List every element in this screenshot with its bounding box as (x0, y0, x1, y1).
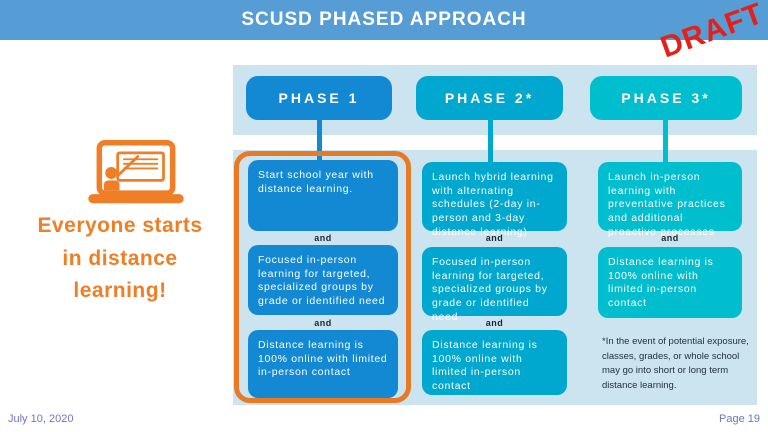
phase-footnote: *In the event of potential exposure, cla… (602, 336, 749, 392)
and-label: and (661, 233, 679, 243)
phase2-box-1: Launch hybrid learning with alternating … (422, 162, 567, 238)
phase1-box-3: Distance learning is 100% online with li… (248, 330, 398, 398)
phase1-box-1: Start school year with distance learning… (248, 160, 398, 231)
and-label: and (314, 233, 332, 243)
phase2-header: PHASE 2* (416, 76, 563, 120)
page-title: SCUSD PHASED APPROACH (241, 9, 527, 30)
left-message-line: learning! (73, 279, 167, 303)
phase2-connector-line (488, 120, 493, 164)
and-label: and (485, 318, 504, 328)
and-label: and (314, 318, 332, 328)
phase1-connector-line (317, 120, 322, 164)
phase1-header: PHASE 1 (246, 76, 392, 120)
phase3-header: PHASE 3* (590, 76, 742, 120)
phase3-box-1: Launch in-person learning with preventat… (598, 162, 742, 238)
left-message: Everyone starts in distance learning! (14, 210, 226, 308)
phase2-box-3: Distance learning is 100% online with li… (422, 330, 567, 395)
phase3-box-2: Distance learning is 100% online with li… (598, 247, 742, 318)
and-label: and (485, 233, 504, 243)
phase1-highlight-outline (234, 151, 411, 403)
left-message-line: in distance (62, 246, 178, 270)
phase2-box-2: Focused in-person learning for targeted,… (422, 247, 567, 323)
presentation-screen-icon (80, 140, 192, 206)
footer-page-number: Page 19 (719, 413, 760, 425)
phase3-connector-line (663, 120, 668, 164)
footer-date: July 10, 2020 (8, 413, 74, 425)
phase1-box-2: Focused in-person learning for targeted,… (248, 245, 398, 315)
left-message-line: Everyone starts (37, 214, 203, 237)
header-bar (0, 0, 768, 40)
